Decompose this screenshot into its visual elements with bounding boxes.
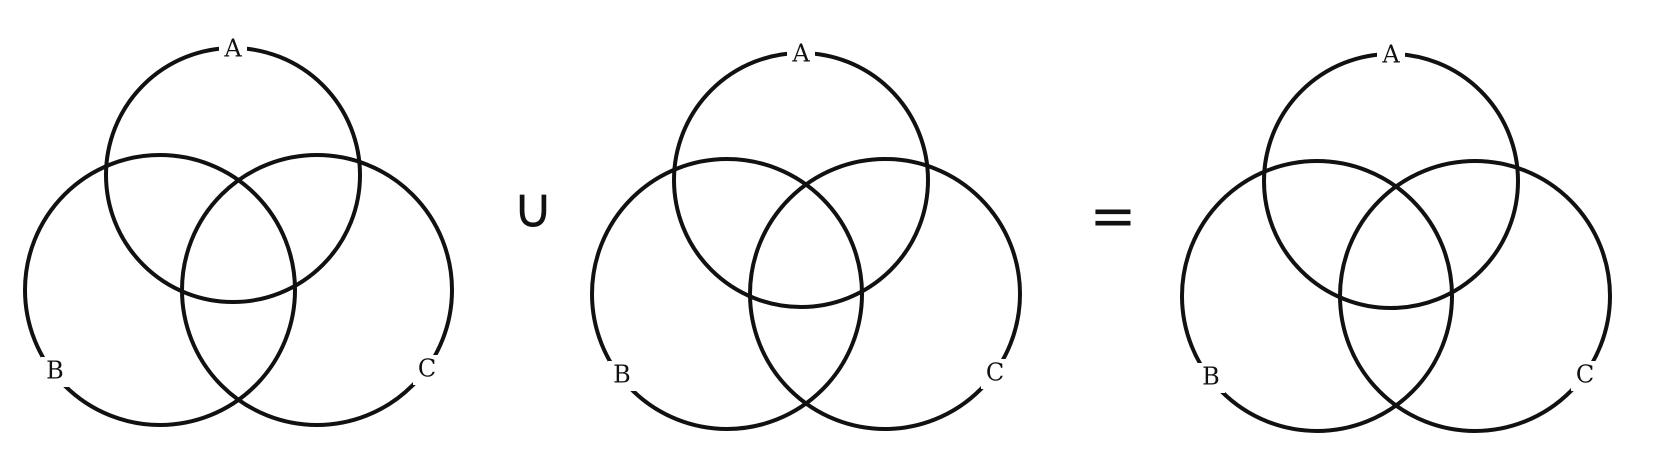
set-c-label: C [986, 359, 1004, 387]
set-c-circle [748, 157, 1022, 431]
venn-diagram-2: A B C [590, 40, 1022, 431]
label-gap [413, 355, 441, 385]
label-gap [981, 359, 1009, 389]
union-operator: ∪ [513, 176, 554, 241]
label-gap [608, 361, 636, 391]
venn-diagram-3: A B C [1180, 41, 1612, 433]
set-c-label: C [1576, 361, 1594, 389]
label-gap [787, 40, 815, 70]
set-b-label: B [1202, 363, 1220, 391]
set-b-label: B [46, 357, 64, 385]
label-gap [1197, 363, 1225, 393]
set-b-circle [1180, 159, 1454, 433]
equals-operator: = [1090, 184, 1137, 249]
set-b-label: B [613, 361, 631, 389]
set-b-circle [590, 157, 864, 431]
set-a-label: A [791, 40, 810, 68]
set-c-circle [1338, 159, 1612, 433]
set-a-label: A [223, 35, 242, 63]
set-c-label: C [418, 355, 436, 383]
set-b-circle [23, 153, 297, 427]
label-gap [1571, 361, 1599, 391]
label-gap [219, 35, 247, 65]
label-gap [41, 357, 69, 387]
set-a-label: A [1381, 41, 1400, 69]
label-gap [1377, 41, 1405, 71]
venn-diagram-1: A B C [23, 35, 454, 427]
set-c-circle [180, 153, 454, 427]
